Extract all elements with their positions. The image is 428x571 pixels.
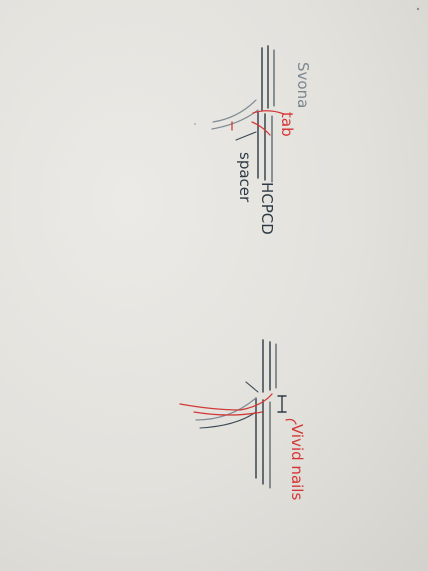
bottom-lead-line: [245, 381, 259, 393]
tab-red-line: [251, 121, 271, 136]
sketch-bottom: Vivid nails: [179, 339, 306, 500]
nail-red-curve: [179, 393, 273, 411]
label-spacer: spacer: [236, 152, 254, 203]
label-svona: Svona: [294, 62, 312, 108]
paper-speck: [416, 7, 420, 11]
nail-red-curve: [193, 411, 263, 416]
bottom-lead-line: [199, 411, 257, 429]
tab-red-line: [252, 110, 285, 115]
bracket-mark: [277, 395, 287, 413]
label-swoosh: [285, 418, 297, 425]
paper-speck: [194, 123, 196, 125]
top-lead-line: [211, 109, 259, 130]
top-lead-line: [235, 131, 257, 141]
label-vivid-nails: Vivid nails: [288, 424, 306, 500]
label-material: HCPCD: [258, 182, 276, 235]
sketch-top: Svona tab HCPCD spacer: [211, 45, 312, 235]
label-tab: tab: [278, 112, 296, 137]
top-lead-line: [212, 99, 257, 123]
